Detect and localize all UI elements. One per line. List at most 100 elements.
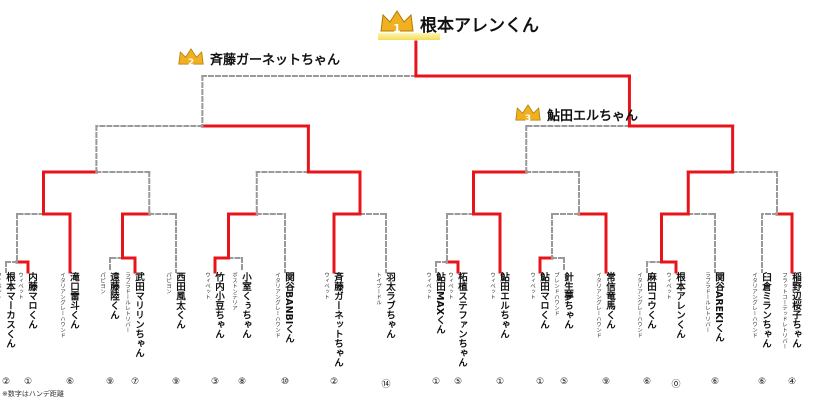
contestant-12: ウィペット鮎田MAXくん: [425, 272, 452, 372]
contestant-name: 関谷BANBIくん: [283, 272, 294, 344]
third-place-name: 鮎田エルちゃん: [547, 109, 639, 124]
contestant-name: 滝口雷斗くん: [68, 272, 79, 329]
winner-plate: [378, 33, 440, 40]
contestant-name: 武田マリリンちゃん: [133, 272, 144, 358]
handicap-number: ①: [23, 377, 33, 387]
handicap-number: ⑥: [65, 377, 75, 387]
contestant-name: 斉藤ガーネットちゃん: [332, 272, 343, 367]
crown-icon: 2: [178, 48, 204, 69]
contestant-name: 臼倉ミランちゃん: [760, 272, 771, 348]
contestant-breed: ウィペット: [323, 272, 329, 300]
contestant-name: 関谷AREKIくん: [713, 272, 724, 343]
contestant-1: ウィペット根本マーカスくん: [0, 272, 22, 372]
handicap-number: ⑨: [601, 377, 611, 387]
handicap-number: ①: [495, 377, 505, 387]
contestant-name: 麻田コウくん: [645, 272, 656, 329]
contestant-breed: イタリアングレーハウンド: [636, 272, 642, 338]
contestant-name: 根本マーカスくん: [4, 272, 15, 348]
contestant-3: イタリアングレーハウンド滝口雷斗くん: [59, 272, 86, 372]
handicap-number: ⑭: [381, 380, 391, 390]
contestant-name: 鮎田エルちゃん: [498, 272, 509, 339]
contestant-7: ウィペット竹内小豆ちゃん: [204, 272, 231, 372]
handicap-number: ⑧: [237, 377, 247, 387]
handicap-number: ④: [787, 377, 797, 387]
contestant-name: 羽太ラブちゃん: [384, 272, 395, 339]
handicap-number: ⑩: [280, 377, 290, 387]
contestant-breed: ウィペット: [447, 272, 453, 300]
handicap-number: ⑥: [642, 377, 652, 387]
first-place-badge: 1 根本アレンくん: [380, 10, 539, 36]
contestant-breed: ウィペット: [204, 272, 210, 300]
contestant-breed: フラットコーテッドレトリバー: [781, 272, 787, 349]
contestant-name: 遠藤陸くん: [108, 272, 119, 320]
handicap-number: ①: [431, 377, 441, 387]
rank-number: 3: [524, 114, 532, 124]
contestant-name: 根本アレンくん: [674, 272, 685, 339]
contestant-breed: ブレンドハウンド: [553, 272, 559, 316]
contestant-15: ウィペット鮎田マロくん: [529, 272, 556, 372]
contestant-breed: ウィペット: [425, 272, 431, 300]
contestant-breed: ラブラドールレトリバー: [704, 272, 710, 333]
rank-number: 2: [187, 58, 195, 68]
contestant-breed: ウィペット: [17, 272, 23, 300]
contestant-breed: パピヨン: [99, 272, 105, 294]
second-place-badge: 2 斉藤ガーネットちゃん: [178, 48, 340, 69]
contestant-breed: イタリアングレーハウンド: [751, 272, 757, 338]
contestant-breed: トイプードル: [375, 272, 381, 305]
crown-icon: 1: [380, 10, 414, 36]
contestant-13: ウィペット柘植ステファンちゃん: [447, 272, 474, 372]
first-place-name: 根本アレンくん: [420, 15, 539, 36]
contestant-9: イタリアングレーハウンド関谷BANBIくん: [274, 272, 301, 372]
contestant-2: ウィペット内藤マロくん: [17, 272, 44, 372]
contestant-name: 竹内小豆ちゃん: [213, 272, 224, 339]
handicap-number: ⑥: [757, 377, 767, 387]
contestant-breed: イタリアングレーハウンド: [59, 272, 65, 338]
contestant-name: 内藤マロくん: [26, 272, 37, 329]
contestant-name: 西田風太くん: [174, 272, 185, 329]
contestant-14: ウィペット鮎田エルちゃん: [489, 272, 516, 372]
contestant-breed: イタリアングレーハウンド: [274, 272, 280, 338]
contestant-21: イタリアングレーハウンド臼倉ミランちゃん: [751, 272, 778, 372]
contestant-breed: ラブラドールレトリバー: [124, 272, 130, 333]
contestant-breed: ウィペット: [489, 272, 495, 300]
handicap-number: ②: [329, 377, 339, 387]
contestant-name: 鮎田マロくん: [538, 272, 549, 329]
handicap-number: ⑨: [171, 377, 181, 387]
crown-icon: 3: [515, 104, 541, 125]
contestant-breed: ボストンテリア: [231, 272, 237, 311]
contestant-20: ラブラドールレトリバー関谷AREKIくん: [704, 272, 731, 372]
contestant-breed: ウィペット: [529, 272, 535, 300]
contestant-11: トイプードル羽太ラブちゃん: [375, 272, 402, 372]
handicap-number: ⑤: [453, 377, 463, 387]
contestant-18: イタリアングレーハウンド麻田コウくん: [636, 272, 663, 372]
contestant-22: フラットコーテッドレトリバー稲野辺桜子ちゃん: [781, 272, 808, 372]
contestant-16: ブレンドハウンド針生夢ちゃん: [553, 272, 580, 372]
contestant-17: イタリアングレーハウンド常信竜馬くん: [595, 272, 622, 372]
contestant-name: 柘植ステファンちゃん: [456, 272, 467, 367]
contestant-name: 小室くぅちゃん: [240, 272, 251, 339]
handicap-number: ⑤: [559, 377, 569, 387]
handicap-number: ⑨: [105, 377, 115, 387]
handicap-number: ⓪: [671, 380, 681, 390]
contestant-10: ウィペット斉藤ガーネットちゃん: [323, 272, 350, 372]
handicap-number: ②: [1, 377, 11, 387]
handicap-number: ①: [535, 377, 545, 387]
contestant-breed: ウィペット: [0, 272, 1, 300]
contestant-name: 稲野辺桜子ちゃん: [790, 272, 801, 348]
contestant-name: 針生夢ちゃん: [562, 272, 573, 329]
handicap-number: ⑥: [710, 377, 720, 387]
handicap-number: ⑦: [130, 377, 140, 387]
contestant-name: 常信竜馬くん: [604, 272, 615, 329]
contestant-8: ボストンテリア小室くぅちゃん: [231, 272, 258, 372]
contestant-name: 鮎田MAXくん: [434, 272, 445, 335]
rank-number: 1: [393, 22, 401, 35]
handicap-number: ③: [210, 377, 220, 387]
contestant-19: ウィペット根本アレンくん: [665, 272, 692, 372]
footnote: ※数字はハンデ距離: [2, 390, 64, 398]
contestant-5: ラブラドールレトリバー武田マリリンちゃん: [124, 272, 151, 372]
contestant-breed: イタリアングレーハウンド: [595, 272, 601, 338]
contestant-6: パピヨン西田風太くん: [165, 272, 192, 372]
contestant-4: パピヨン遠藤陸くん: [99, 272, 126, 372]
contestant-breed: ウィペット: [665, 272, 671, 300]
